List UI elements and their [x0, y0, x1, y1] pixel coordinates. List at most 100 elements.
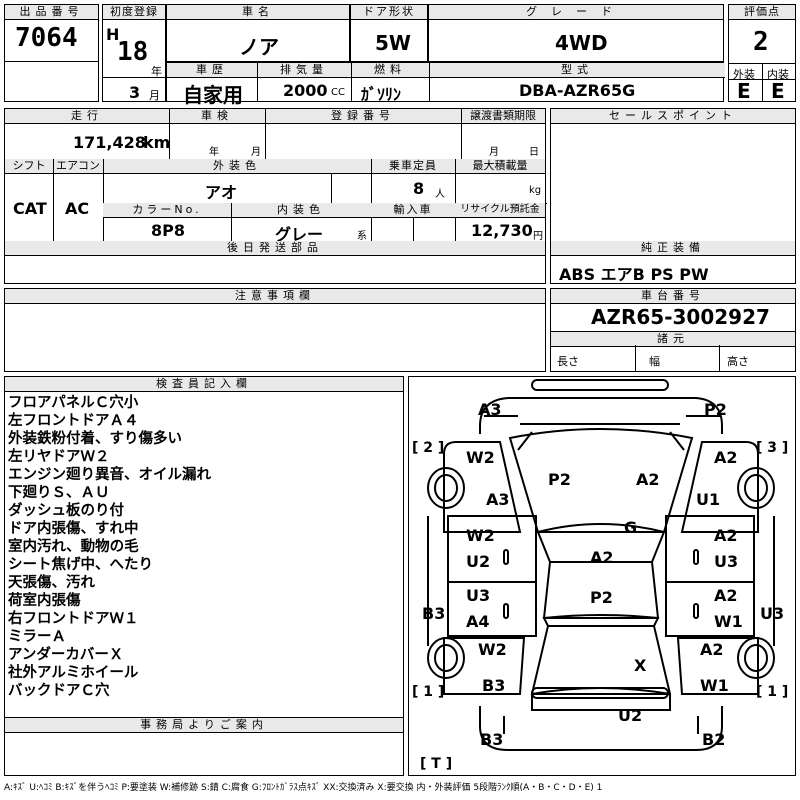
grade-value: 4WD — [555, 31, 608, 55]
ext-color-value: アオ — [205, 183, 238, 202]
bracket-fr: [ 3 ] — [756, 440, 789, 456]
damage-mark: B2 — [702, 730, 726, 749]
damage-mark: W1 — [714, 612, 743, 631]
interior-label: 内装 — [767, 68, 789, 81]
lot-label: 出品番号 — [5, 5, 98, 20]
note-line: ダッシュ板のり付 — [8, 503, 124, 519]
int-color-value: グレー — [275, 225, 324, 244]
genuine-label: 純正装備 — [551, 241, 795, 256]
chassis-box: 車台番号 AZR65-3002927 諸元 長さ 幅 高さ — [550, 288, 796, 372]
damage-mark: U3 — [466, 586, 491, 605]
first-reg-box: 初度登録 H 18 年 3 月 — [102, 4, 166, 102]
note-line: ミラーＡ — [8, 629, 66, 645]
damage-mark: U3 — [714, 552, 739, 571]
damage-mark: W2 — [466, 448, 495, 467]
car-diagram-box — [408, 376, 796, 776]
fuel-value: ｶﾞｿﾘﾝ — [361, 85, 402, 104]
chassis-value: AZR65-3002927 — [591, 305, 770, 329]
note-line: アンダーカバーＸ — [8, 647, 124, 663]
int-color-label: 内装色 — [231, 203, 371, 218]
spec-row: 車歴 排気量 燃料 型式 自家用 2000 CC ｶﾞｿﾘﾝ DBA-AZR65… — [166, 62, 725, 107]
damage-mark: A2 — [590, 548, 614, 567]
car-name-box: 車名 ノア — [166, 4, 350, 62]
vehicle-detail-box: 走行 車検 登録番号 譲渡書類期限 171,428 km 年 月 月 日 シフト… — [4, 108, 547, 284]
fuel-label: 燃料 — [351, 63, 429, 78]
lot-number: 7064 — [15, 23, 78, 53]
note-line: 社外アルミホイール — [8, 665, 139, 681]
specs-label: 諸元 — [551, 331, 795, 347]
capacity-value: 8 — [413, 179, 425, 198]
shift-label: シフト — [5, 159, 53, 174]
exterior-grade: E — [737, 79, 751, 103]
note-line: 左リヤドアＷ２ — [8, 449, 110, 465]
damage-mark: P2 — [548, 470, 571, 489]
length-label: 長さ — [557, 355, 579, 368]
damage-mark: B3 — [482, 676, 506, 695]
door-label: ドア形状 — [351, 5, 427, 20]
inspection-label: 車検 — [169, 109, 265, 124]
damage-mark: B3 — [480, 730, 504, 749]
damage-mark: P2 — [590, 588, 613, 607]
transfer-label: 譲渡書類期限 — [461, 109, 545, 124]
ext-color-label: 外装色 — [103, 159, 371, 174]
transfer-day-unit: 日 — [529, 147, 539, 158]
note-line: 右フロントドアＷ１ — [8, 611, 139, 627]
note-line: 外装鉄粉付着、すり傷多い — [8, 431, 182, 447]
note-line: 左フロントドアＡ４ — [8, 413, 139, 429]
note-line: エンジン廻り異音、オイル漏れ — [8, 467, 211, 483]
door-box: ドア形状 5W — [350, 4, 428, 62]
first-reg-label: 初度登録 — [103, 5, 165, 20]
car-name: ノア — [239, 35, 279, 59]
note-line: シート焦げ中、へたり — [8, 557, 153, 573]
year-unit: 年 — [151, 65, 162, 78]
door-value: 5W — [375, 31, 411, 55]
history-value: 自家用 — [183, 83, 243, 107]
damage-mark: A2 — [700, 640, 724, 659]
inspector-box: 検査員記入欄 事務局よりご案内 — [4, 376, 404, 776]
maxload-unit: kg — [529, 185, 542, 196]
damage-mark: P2 — [704, 400, 727, 419]
int-color-suffix: 系 — [357, 231, 367, 242]
damage-mark: B3 — [422, 604, 446, 623]
reg-month: 3 — [129, 83, 141, 102]
recycle-unit: 円 — [533, 231, 543, 242]
sales-points-box: セールスポイント 純正装備 ABS エアB PS PW — [550, 108, 796, 284]
maxload-label: 最大積載量 — [455, 159, 545, 174]
inspector-notes: フロアパネルＣ穴小 左フロントドアＡ４ 外装鉄粉付着、すり傷多い 左リヤドアＷ２… — [8, 394, 211, 700]
damage-mark: A4 — [466, 612, 490, 631]
notes-box: 注意事項欄 — [4, 288, 546, 372]
damage-mark: A2 — [714, 448, 738, 467]
width-label: 幅 — [649, 355, 660, 368]
import-label: 輸入車 — [371, 203, 455, 218]
capacity-label: 乗車定員 — [371, 159, 455, 174]
bracket-t: [ T ] — [420, 756, 453, 772]
note-line: ドア内張傷、すれ中 — [8, 521, 139, 537]
note-line: 下廻りＳ、ＡＵ — [8, 485, 110, 501]
damage-mark: G — [624, 518, 638, 537]
ac-label: エアコン — [53, 159, 103, 174]
interior-grade: E — [771, 79, 785, 103]
score-label: 評価点 — [729, 5, 795, 20]
damage-mark: A3 — [486, 490, 510, 509]
later-parts-label: 後日発送部品 — [5, 241, 545, 256]
exterior-label: 外装 — [733, 68, 755, 81]
displacement-value: 2000 — [283, 81, 328, 100]
recycle-value: 12,730 — [471, 221, 533, 240]
history-label: 車歴 — [167, 63, 257, 78]
score-value: 2 — [753, 27, 769, 57]
shift-value: CAT — [13, 199, 47, 218]
damage-mark: A2 — [714, 586, 738, 605]
insp-year-unit: 年 — [209, 147, 219, 158]
note-line: フロアパネルＣ穴小 — [8, 395, 139, 411]
score-box: 評価点 2 外装 内装 E E — [728, 4, 796, 103]
damage-mark: W2 — [478, 640, 507, 659]
damage-mark: A3 — [478, 400, 502, 419]
regno-label: 登録番号 — [265, 109, 461, 124]
mileage-value: 171,428 — [73, 133, 146, 152]
notes-label: 注意事項欄 — [5, 289, 545, 304]
legend: A:ｷｽﾞ U:ﾍｺﾐ B:ｷｽﾞを伴うﾍｺﾐ P:要塗装 W:補修跡 S:錆 … — [4, 783, 603, 793]
damage-mark: W1 — [700, 676, 729, 695]
era: H — [106, 25, 120, 44]
transfer-month-unit: 月 — [489, 147, 499, 158]
genuine-value: ABS エアB PS PW — [559, 265, 709, 284]
